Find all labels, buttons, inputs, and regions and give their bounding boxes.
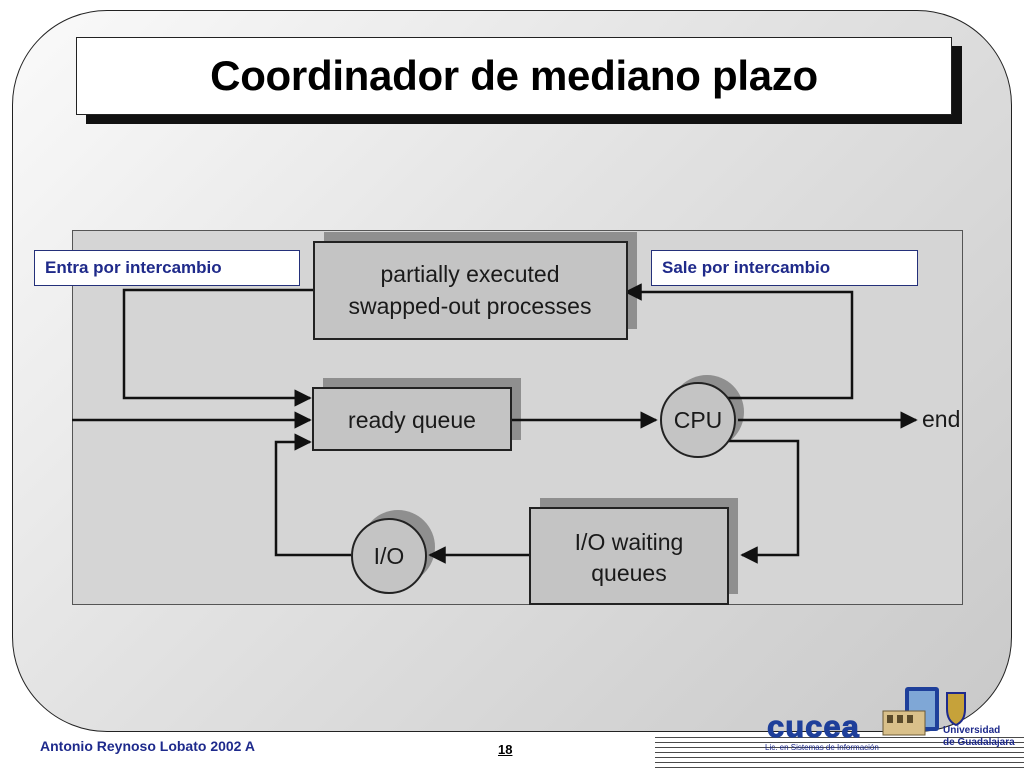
arrow-cpu-to-swapped — [624, 283, 854, 400]
university-line2: de Guadalajara — [943, 737, 1015, 748]
callout-swap-out-text: Sale por intercambio — [662, 258, 831, 277]
footer-author: Antonio Reynoso Lobato 2002 A — [40, 738, 255, 754]
swapped-box — [313, 241, 628, 340]
cucea-logo-subtitle: Lic. en Sistemas de Información — [765, 743, 879, 752]
arrow-io-to-ready — [274, 433, 351, 557]
university-name: Universidad de Guadalajara — [943, 725, 1015, 749]
cpu-circle — [660, 382, 736, 458]
io-waiting-label-line2: queues — [591, 560, 666, 586]
university-line1: Universidad — [943, 725, 1001, 736]
logo-stripes — [655, 737, 1024, 768]
io-waiting-box — [529, 507, 729, 605]
end-label: end — [922, 406, 960, 432]
cpu-label: CPU — [674, 407, 723, 433]
swapped-label-line2: swapped-out processes — [349, 293, 592, 319]
arrow-swapped-to-ready — [122, 288, 315, 407]
arrow-cpu-to-io-waiting — [728, 439, 800, 564]
io-label: I/O — [374, 543, 405, 569]
callout-swap-in: Entra por intercambio — [34, 250, 300, 286]
ready-queue-label: ready queue — [348, 407, 476, 433]
building-logo-icon — [882, 687, 966, 736]
title-box: Coordinador de mediano plazo — [76, 37, 952, 115]
io-waiting-label-line1: I/O waiting — [575, 529, 684, 555]
ready-box — [312, 387, 512, 451]
callout-swap-out: Sale por intercambio — [651, 250, 918, 286]
slide-title: Coordinador de mediano plazo — [210, 52, 818, 99]
cucea-logo-text: cucea — [767, 709, 860, 745]
callout-swap-in-text: Entra por intercambio — [45, 258, 222, 277]
swapped-label-line1: partially executed — [381, 261, 560, 287]
io-circle — [351, 518, 427, 594]
page-number: 18 — [498, 742, 513, 757]
logo-area: cucea Lic. en Sistemas de Información Un… — [655, 685, 1024, 768]
